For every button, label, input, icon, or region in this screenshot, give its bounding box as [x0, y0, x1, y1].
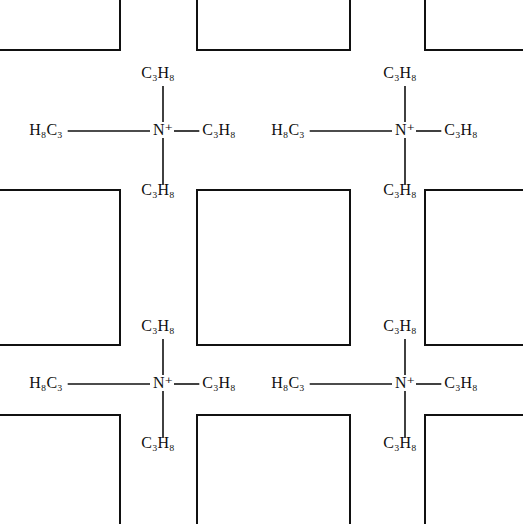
framework-block [425, 190, 523, 345]
propyl-group: H₈C₃ [270, 121, 305, 139]
propyl-group: H₈C₃ [270, 374, 305, 392]
propyl-group: C₃H₈ [140, 181, 175, 199]
propyl-group: C₃H₈ [140, 64, 175, 82]
bond-line [310, 383, 392, 385]
propyl-group: C₃H₈ [201, 374, 236, 392]
propyl-group: C₃H₈ [382, 181, 417, 199]
bond-line [416, 383, 441, 385]
nitrogen-cation: N⁺ [152, 121, 174, 139]
propyl-group: C₃H₈ [140, 434, 175, 452]
nitrogen-cation: N⁺ [394, 121, 416, 139]
bond-line [174, 383, 199, 385]
bond-line [68, 130, 150, 132]
framework-block [197, 190, 350, 345]
framework-block [197, 415, 350, 524]
nitrogen-cation: N⁺ [394, 374, 416, 392]
propyl-group: C₃H₈ [382, 434, 417, 452]
bond-line [174, 130, 199, 132]
framework-block [0, 415, 120, 524]
bond-line [162, 138, 164, 185]
framework-block [197, 0, 350, 50]
bond-line [416, 130, 441, 132]
propyl-group: C₃H₈ [201, 121, 236, 139]
propyl-group: H₈C₃ [28, 121, 63, 139]
propyl-group: C₃H₈ [140, 317, 175, 335]
bond-line [404, 138, 406, 185]
framework-block [425, 415, 523, 524]
bond-line [404, 391, 406, 438]
framework-block [425, 0, 523, 50]
framework-block [0, 0, 120, 50]
propyl-group: H₈C₃ [28, 374, 63, 392]
bond-line [162, 86, 164, 122]
framework-block [0, 190, 120, 345]
bond-line [404, 86, 406, 122]
propyl-group: C₃H₈ [443, 121, 478, 139]
propyl-group: C₃H₈ [382, 64, 417, 82]
bond-line [404, 339, 406, 375]
nitrogen-cation: N⁺ [152, 374, 174, 392]
propyl-group: C₃H₈ [382, 317, 417, 335]
propyl-group: C₃H₈ [443, 374, 478, 392]
bond-line [162, 339, 164, 375]
bond-line [68, 383, 150, 385]
bond-line [310, 130, 392, 132]
bond-line [162, 391, 164, 438]
